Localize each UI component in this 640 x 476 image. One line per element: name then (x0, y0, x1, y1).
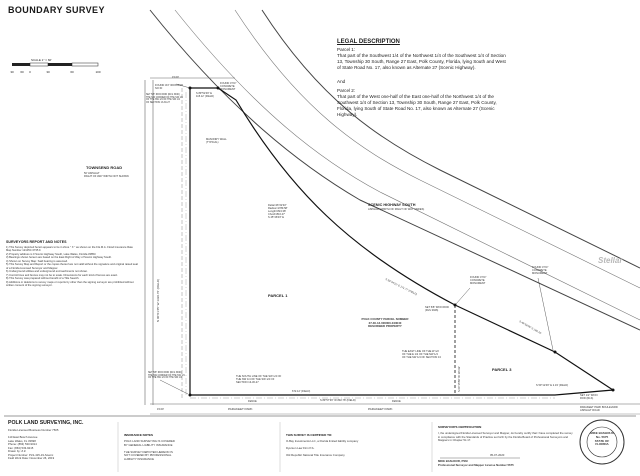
scale-tick: 30 (10, 70, 14, 74)
surveyor-date: 05-07-2020 (490, 453, 505, 457)
parcel2-description: That part of the West one-half of the Ea… (337, 94, 497, 118)
found-concrete-monument-top: FOUND 4"X4" CONCRETE MONUMENT (220, 82, 237, 91)
top-offset-dimension: 15.00' (172, 76, 179, 79)
note-item: 3) Bearings shown hereon are based on th… (6, 256, 112, 260)
right-boundary-dimension: N 00°15'56" W 115.92' (458, 366, 461, 392)
found-concrete-monument-right-2: FOUND 4"X4" CONCRETE MONUMENT (532, 266, 549, 275)
note-item: 7) Control lines and fences may not be t… (6, 273, 118, 277)
insurance-heading: INSURANCE NOTES (124, 433, 154, 438)
bottom-dimension-3: S 50°12'46" E 2.19' (FIELD) (536, 384, 569, 387)
left-boundary-dimension: N 00°01'45" W 1330.76' (FIELD) (156, 278, 160, 322)
note-item: 6) Underground utilities and underground… (6, 270, 88, 274)
scenic-highway-edge-inner (174, 9, 640, 321)
scale-tick: 60 (20, 70, 24, 74)
parcel-1-label: PARCEL 1 (268, 293, 288, 298)
monument-top-right (216, 86, 220, 90)
bottom-dimension-1: 672.12' (FIELD) (292, 390, 311, 393)
found-concrete-monument-right: FOUND 4"X4" CONCRETE MONUMENT (470, 276, 487, 285)
monument-right-2 (553, 350, 557, 354)
top-boundary-dimension: S 89°52'46" E 115.12' (FIELD) (196, 92, 215, 98)
insurance-heading-text: INSURANCE NOTES (124, 433, 154, 437)
business-license: Florida Licensed Business Number 7505 (8, 428, 59, 432)
parcel1-description: That part of the Southwest 1/4 of the No… (337, 53, 506, 71)
certified-heading: THIS SURVEY IS CERTIFIED TO: (286, 433, 333, 438)
parakeet-park-label: PARAKEET PARK (228, 407, 253, 411)
scenic-highway-edge-outer (149, 9, 640, 331)
parakeet-park-label-2: PARAKEET PARK (368, 407, 393, 411)
leader-top (175, 83, 191, 89)
seal-text: MIKE BASHOUR No. 5675 STATE OF FLORIDA (590, 431, 614, 447)
fence-label-1: FENCE (248, 400, 257, 403)
set-iron-rod-bottom-right: SET 1/2" IRON ROD (RLS) (580, 394, 598, 400)
legal-description-heading: LEGAL DESCRIPTION (337, 39, 400, 45)
scale-tick: 30 (46, 70, 50, 74)
surveyor-license: Professional Surveyor and Mapper License… (438, 463, 514, 467)
masonry-wall-note: MASONRY WALL (TYPICAL) (206, 138, 227, 144)
polk-county-parcel-label: POLK COUNTY PARCEL NUMBER 27-30-13-00000… (361, 317, 409, 329)
parcel-3-label: PARCEL 3 (492, 367, 512, 372)
townsend-road-sublabel: 50' ASPHALT RIGHT OF WAY WIDTH NOT SHOWN (84, 172, 129, 178)
scenic-highway-label: SCENIC HIGHWAY SOUTH (368, 203, 416, 207)
scale-tick: 100 (95, 70, 101, 74)
scale-note: SCALE 1" = 60' (31, 58, 52, 62)
scenic-highway-sublabel: ASPHALT (WIDTH OF RIGHT OF WAY VARIES) (368, 208, 425, 211)
fence-label-2: FENCE (392, 400, 401, 403)
east-line-note: THE EAST LINE OF THE W 1/2 OF THE E 1/2 … (402, 350, 441, 359)
bottom-dimension-2: S 89°57'36" W 892.78' (FIELD) (320, 399, 356, 402)
monument-right-3 (611, 388, 615, 392)
certified-parties: O-Bay Investments LLC, a Florida limited… (286, 439, 359, 457)
leader-right (455, 287, 471, 305)
monument-bottom-left (188, 393, 192, 397)
note-item: 4) Shown on Survey Map: Said bearing is … (6, 259, 68, 263)
parcel1-title: Parcel 1: (337, 47, 356, 52)
nw-corner-note: SET 5/8" IRON ROD (RLS 3946) THE NW CORN… (146, 94, 183, 105)
townsend-road-label: TOWNSEND ROAD (86, 165, 123, 170)
surveyor-cert-heading-text: SURVEYOR'S CERTIFICATION (438, 425, 482, 429)
note-item: 2) Property address is 0 Scenic Highway … (6, 252, 97, 256)
certified-heading-text: THIS SURVEY IS CERTIFIED TO: (286, 433, 333, 437)
scenic-highway-edge-east (234, 9, 640, 289)
bottom-offset-dimension: 15.00' (157, 408, 164, 411)
scale-tick: 0 (29, 70, 31, 74)
sw-corner-note: SET 5/8" IRON ROD (RLS 3946) THE SW CORN… (148, 372, 185, 380)
parcel2-title: Parcel 2: (337, 88, 356, 93)
set-iron-rod-note: SET 5/8" IRON ROD (RLS 3946) (425, 306, 449, 312)
south-line-note: THE SOUTH LINE OF THE SW 1/4 OF THE NW 1… (236, 375, 282, 384)
property-boundary (189, 87, 615, 396)
parakeet-park-boulevard-label: PARAKEET PARK BOULEVARD ASPHALT ROAD (580, 406, 618, 412)
scale-bar (12, 62, 99, 67)
surveyor-seal (579, 419, 625, 465)
monument-right-1 (453, 303, 457, 307)
insurance-text: POLK LAND SURVEYING IS COVERED BY GENERA… (124, 439, 175, 461)
company-name: POLK LAND SURVEYING, INC. (8, 420, 84, 426)
surveyors-notes-list: 1) This Survey depicted herein appears t… (6, 246, 138, 288)
stellar-watermark: Stellar (598, 256, 623, 265)
surveyor-name: MIKE BASHOUR, PSM (438, 459, 468, 463)
leader-bottom-left (159, 379, 189, 395)
surveyor-cert-text: I, the undersigned Florida Licensed Surv… (438, 431, 573, 442)
note-item: 5) This Survey Map and Report or the cop… (6, 263, 138, 270)
found-iron-rod-note: FOUND 3/4" IRON ROD NO ID (155, 84, 184, 90)
survey-title: BOUNDARY SURVEY (8, 5, 105, 15)
surveyors-notes-heading: SURVEYORS REPORT AND NOTES (6, 240, 67, 244)
scenic-highway-edge-far (261, 9, 640, 269)
company-address: 110 East Bosch Avenue Lake Wales, FL 336… (8, 435, 55, 460)
surveyor-cert-heading: SURVEYOR'S CERTIFICATION (438, 425, 482, 430)
note-item: 1) This Survey depicted herein appears t… (6, 246, 133, 253)
and-text: And (337, 79, 346, 84)
note-item: 8) This Survey was prepared without bene… (6, 277, 80, 281)
scale-tick: 60 (70, 70, 74, 74)
leader-right2 (537, 277, 554, 351)
note-item: 9) Additions or deletions to survey maps… (6, 280, 134, 288)
curve-data: Delta=26°22'40" Radius=1789.58' Length=8… (268, 204, 288, 219)
